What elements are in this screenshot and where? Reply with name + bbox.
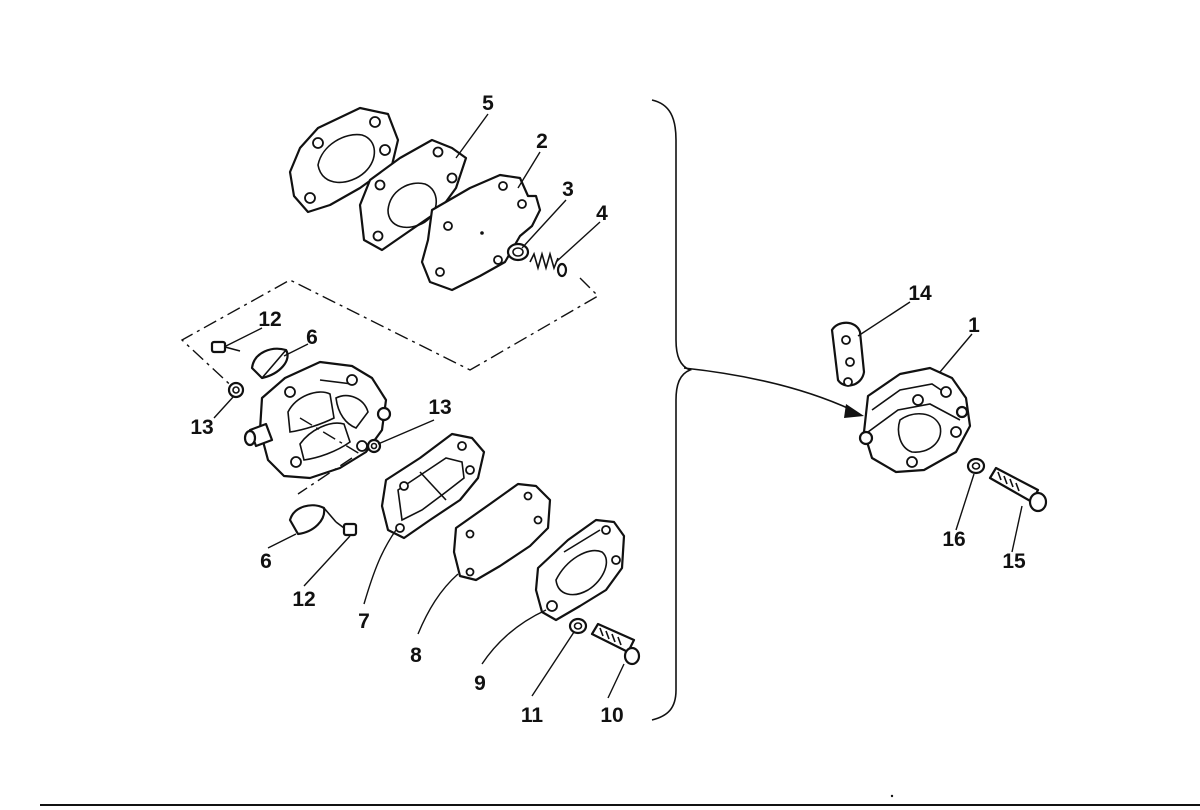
callout-6-upper: 6 xyxy=(306,326,318,349)
callout-15: 15 xyxy=(1002,550,1026,573)
callout-3: 3 xyxy=(562,178,574,201)
callout-7: 7 xyxy=(358,610,370,633)
callout-16: 16 xyxy=(942,528,965,551)
screw-12-lower xyxy=(335,521,358,537)
gasket-14 xyxy=(830,321,866,387)
fuel-pump-assembly-1 xyxy=(858,366,972,474)
assembly-line-mid xyxy=(299,417,361,455)
pump-cover-9 xyxy=(534,518,626,622)
gasket-7 xyxy=(380,432,486,540)
callout-12-lower: 12 xyxy=(292,588,315,611)
check-valve-cover-6-upper xyxy=(250,347,289,380)
callout-4: 4 xyxy=(596,202,608,225)
nut-13-left xyxy=(227,381,245,399)
callout-labels: 5 2 3 4 12 6 13 13 6 12 7 8 9 11 10 14 1… xyxy=(190,92,1026,727)
callout-1: 1 xyxy=(968,314,980,337)
callout-11: 11 xyxy=(521,704,544,727)
callout-14: 14 xyxy=(908,282,932,305)
grouping-brace xyxy=(651,99,693,721)
callout-12-upper: 12 xyxy=(258,308,281,331)
callout-10: 10 xyxy=(600,704,623,727)
check-valve-cover-6-lower xyxy=(288,504,337,536)
screw-12-upper xyxy=(210,340,241,354)
callout-8: 8 xyxy=(410,644,422,667)
valve-plate-2 xyxy=(420,173,542,292)
callout-2: 2 xyxy=(536,130,548,153)
callout-13-right: 13 xyxy=(428,396,451,419)
screw-10 xyxy=(590,622,641,666)
gasket-5 xyxy=(358,138,468,252)
spring-4 xyxy=(529,251,568,278)
callout-9: 9 xyxy=(474,672,486,695)
screw-15 xyxy=(988,466,1048,513)
assembly-line-bottom xyxy=(297,457,353,495)
callout-5: 5 xyxy=(482,92,494,115)
pump-body xyxy=(243,360,392,480)
valve-3 xyxy=(506,242,530,262)
assembly-line-top xyxy=(180,277,600,393)
callout-13-left: 13 xyxy=(190,416,213,439)
callout-6-lower: 6 xyxy=(260,550,272,573)
washer-16 xyxy=(966,457,986,475)
washer-11 xyxy=(568,617,588,635)
outer-gasket xyxy=(288,106,400,214)
nut-13-right xyxy=(366,438,382,454)
leader-lines xyxy=(213,113,1023,699)
stray-dot xyxy=(890,794,894,798)
assembly-arrow xyxy=(683,367,864,418)
diaphragm-8 xyxy=(452,482,552,582)
